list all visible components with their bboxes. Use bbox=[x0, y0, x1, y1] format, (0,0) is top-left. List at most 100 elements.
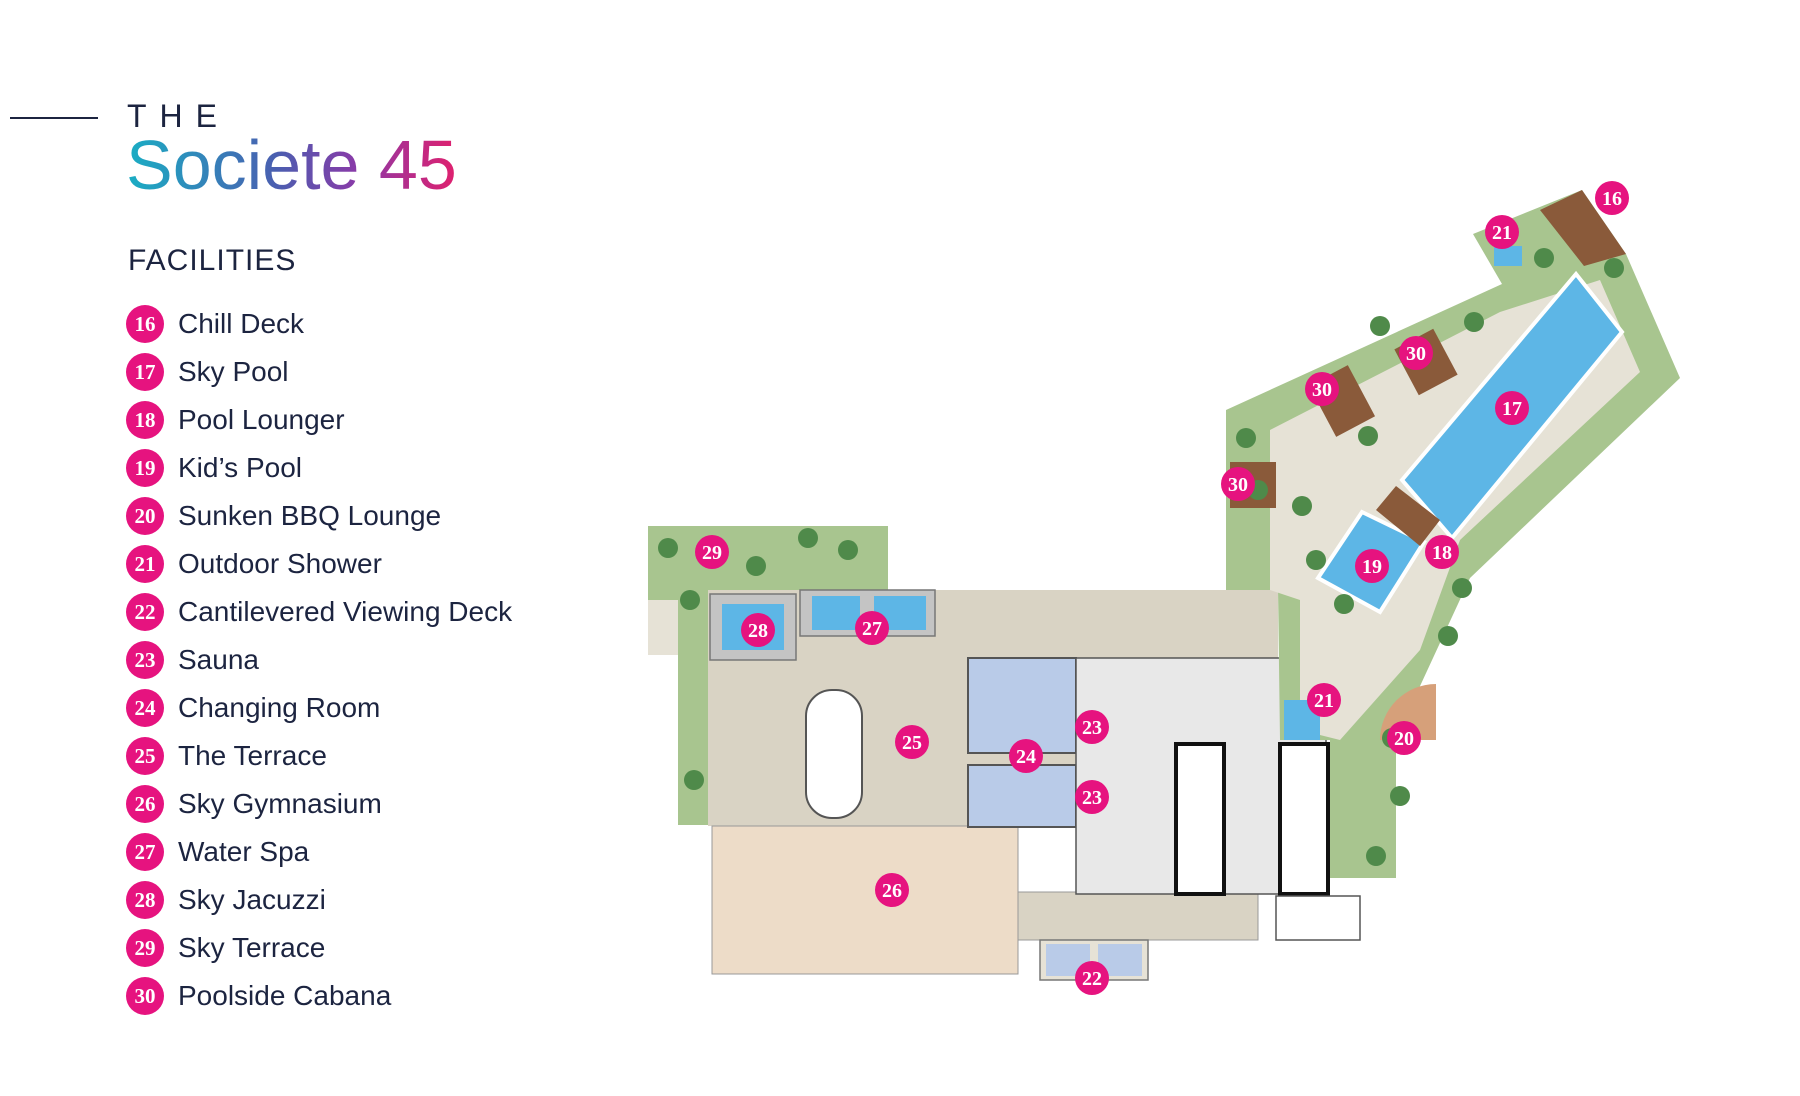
legend-item: 26 Sky Gymnasium bbox=[126, 780, 512, 828]
plan-marker-label: 17 bbox=[1502, 398, 1522, 420]
legend-item: 17 Sky Pool bbox=[126, 348, 512, 396]
legend-item: 23 Sauna bbox=[126, 636, 512, 684]
legend-item: 21 Outdoor Shower bbox=[126, 540, 512, 588]
plan-marker-label: 16 bbox=[1602, 188, 1622, 210]
legend-item: 20 Sunken BBQ Lounge bbox=[126, 492, 512, 540]
stair-core bbox=[1275, 895, 1361, 941]
plan-marker-label: 30 bbox=[1406, 343, 1426, 365]
sky-gymnasium-floor bbox=[711, 825, 1019, 975]
plan-marker-label: 21 bbox=[1492, 222, 1512, 244]
plan-marker-23: 23 bbox=[1075, 710, 1109, 744]
legend-label: Water Spa bbox=[178, 836, 310, 867]
brand-pretitle: THE bbox=[127, 98, 230, 134]
legend-item: 19 Kid’s Pool bbox=[126, 444, 512, 492]
plan-marker-16: 16 bbox=[1595, 181, 1629, 215]
plan-marker-30: 30 bbox=[1399, 336, 1433, 370]
plan-marker-label: 18 bbox=[1432, 542, 1452, 564]
plan-marker-20: 20 bbox=[1387, 721, 1421, 755]
staircase bbox=[805, 689, 863, 819]
plan-marker-26: 26 bbox=[875, 873, 909, 907]
legend-label: Sky Terrace bbox=[178, 932, 326, 963]
legend-label: The Terrace bbox=[178, 740, 327, 771]
number-badge: 22 bbox=[126, 593, 164, 631]
outdoor-shower-pad-1 bbox=[1494, 246, 1522, 266]
changing-room-upper bbox=[967, 657, 1077, 754]
legend-label: Outdoor Shower bbox=[178, 548, 382, 579]
plan-marker-30: 30 bbox=[1305, 372, 1339, 406]
plan-marker-29: 29 bbox=[695, 535, 729, 569]
legend-label: Sky Pool bbox=[178, 356, 289, 387]
number-badge: 26 bbox=[126, 785, 164, 823]
number-badge: 19 bbox=[126, 449, 164, 487]
plan-marker-label: 26 bbox=[882, 880, 902, 902]
legend-item: 16 Chill Deck bbox=[126, 300, 512, 348]
plan-marker-label: 27 bbox=[862, 618, 882, 640]
brand-title: Societe 45 bbox=[126, 126, 457, 204]
legend-item: 18 Pool Lounger bbox=[126, 396, 512, 444]
plan-marker-28: 28 bbox=[741, 613, 775, 647]
number-badge: 27 bbox=[126, 833, 164, 871]
legend-label: Sky Jacuzzi bbox=[178, 884, 326, 915]
plan-marker-17: 17 bbox=[1495, 391, 1529, 425]
plan-marker-label: 28 bbox=[748, 620, 768, 642]
plan-marker-label: 30 bbox=[1228, 474, 1248, 496]
plan-marker-label: 30 bbox=[1312, 379, 1332, 401]
legend-item: 25 The Terrace bbox=[126, 732, 512, 780]
legend-label: Chill Deck bbox=[178, 308, 305, 339]
plan-marker-22: 22 bbox=[1075, 961, 1109, 995]
pool-lounger bbox=[1376, 486, 1440, 546]
number-badge: 18 bbox=[126, 401, 164, 439]
plan-marker-label: 23 bbox=[1082, 717, 1102, 739]
plan-marker-30: 30 bbox=[1221, 467, 1255, 501]
legend-label: Sunken BBQ Lounge bbox=[178, 500, 442, 531]
legend-item: 22 Cantilevered Viewing Deck bbox=[126, 588, 512, 636]
number-badge: 16 bbox=[126, 305, 164, 343]
legend-item: 24 Changing Room bbox=[126, 684, 512, 732]
plan-marker-25: 25 bbox=[895, 725, 929, 759]
plan-marker-21: 21 bbox=[1485, 215, 1519, 249]
number-badge: 28 bbox=[126, 881, 164, 919]
number-badge: 17 bbox=[126, 353, 164, 391]
legend-label: Pool Lounger bbox=[178, 404, 345, 435]
changing-room-lower bbox=[967, 764, 1077, 828]
chill-deck bbox=[1540, 190, 1626, 266]
number-badge: 30 bbox=[126, 977, 164, 1015]
number-badge: 25 bbox=[126, 737, 164, 775]
legend-item: 28 Sky Jacuzzi bbox=[126, 876, 512, 924]
plan-marker-label: 24 bbox=[1016, 746, 1036, 768]
legend-label: Changing Room bbox=[178, 692, 381, 723]
facilities-legend: 16 Chill Deck 17 Sky Pool 18 Pool Lounger 1… bbox=[126, 300, 512, 1020]
plan-marker-label: 29 bbox=[702, 542, 722, 564]
legend-label: Poolside Cabana bbox=[178, 980, 392, 1011]
legend-label: Sauna bbox=[178, 644, 259, 675]
legend-item: 30 Poolside Cabana bbox=[126, 972, 512, 1020]
plan-marker-18: 18 bbox=[1425, 535, 1459, 569]
plan-marker-23: 23 bbox=[1075, 780, 1109, 814]
legend-item: 27 Water Spa bbox=[126, 828, 512, 876]
plan-marker-label: 22 bbox=[1082, 968, 1102, 990]
gym-corridor bbox=[1017, 891, 1259, 941]
plan-marker-21: 21 bbox=[1307, 683, 1341, 717]
water-spa-water-1 bbox=[812, 596, 860, 630]
title-rule bbox=[10, 117, 98, 119]
plan-marker-27: 27 bbox=[855, 611, 889, 645]
legend-label: Sky Gymnasium bbox=[178, 788, 382, 819]
legend-label: Cantilevered Viewing Deck bbox=[178, 596, 513, 627]
legend-item: 29 Sky Terrace bbox=[126, 924, 512, 972]
plan-marker-label: 20 bbox=[1394, 728, 1414, 750]
tree-cluster bbox=[658, 248, 1624, 866]
number-badge: 23 bbox=[126, 641, 164, 679]
facilities-heading: FACILITIES bbox=[128, 244, 297, 277]
number-badge: 21 bbox=[126, 545, 164, 583]
number-badge: 29 bbox=[126, 929, 164, 967]
plan-marker-label: 23 bbox=[1082, 787, 1102, 809]
legend-label: Kid’s Pool bbox=[178, 452, 303, 483]
sky-terrace-path bbox=[648, 600, 678, 655]
number-badge: 20 bbox=[126, 497, 164, 535]
plan-marker-19: 19 bbox=[1355, 549, 1389, 583]
plan-marker-label: 21 bbox=[1314, 690, 1334, 712]
plan-marker-24: 24 bbox=[1009, 739, 1043, 773]
number-badge: 24 bbox=[126, 689, 164, 727]
lift-shaft-right bbox=[1278, 742, 1330, 896]
